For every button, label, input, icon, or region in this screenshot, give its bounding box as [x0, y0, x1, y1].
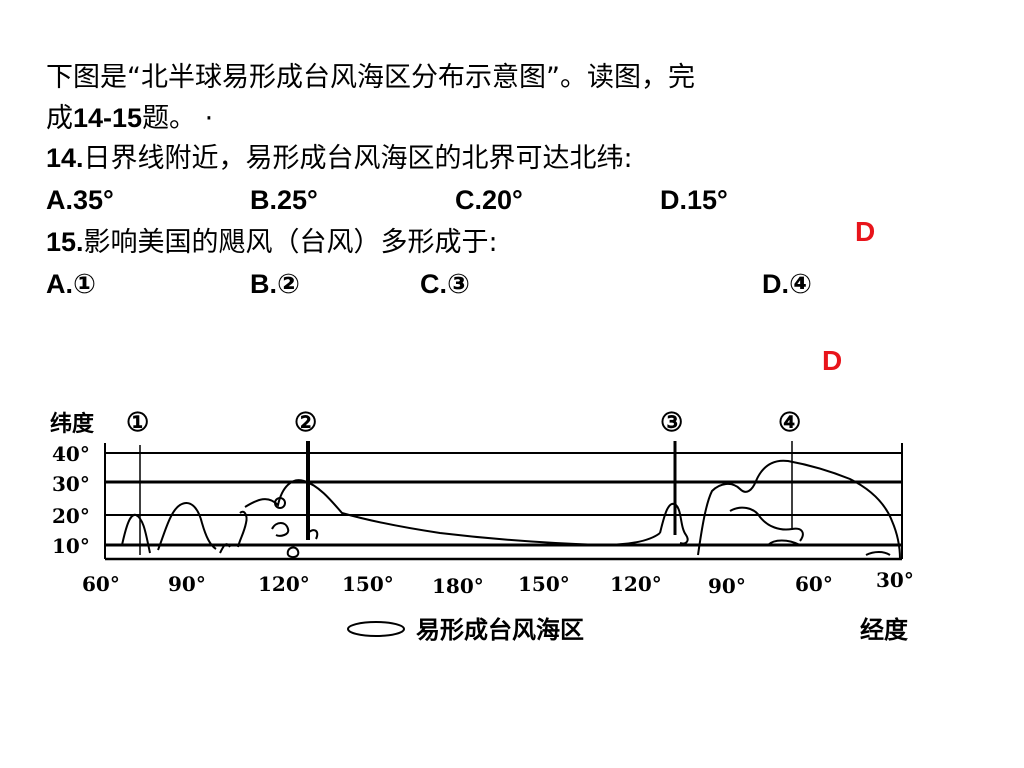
lon-tick-60e: 60° [82, 572, 120, 596]
question-15: 15.影响美国的飓风（台风）多形成于: [46, 224, 498, 261]
marker-3: ③ [660, 408, 683, 438]
question-14-text: 日界线附近，易形成台风海区的北界可达北纬: [83, 143, 633, 174]
lon-tick-60w: 60° [795, 572, 833, 596]
q14-answer: D [855, 216, 876, 247]
intro-question-range: 14-15 [73, 103, 143, 133]
intro-line-2: 成14-15题。 · [46, 100, 213, 137]
q15-answer: D [822, 345, 843, 376]
lon-tick-90e: 90° [168, 572, 206, 596]
intro-line-1: 下图是“北半球易形成台风海区分布示意图”。读图，完 [46, 60, 695, 96]
question-15-text: 影响美国的飓风（台风）多形成于: [83, 227, 498, 258]
lon-tick-30w: 30° [876, 568, 914, 592]
q15-option-c[interactable]: C.③ [420, 269, 470, 299]
intro-suffix: 题。 · [142, 103, 214, 134]
q14-option-c[interactable]: C.20° [455, 185, 523, 215]
q14-option-b[interactable]: B.25° [250, 185, 318, 215]
lon-tick-150w: 150° [518, 572, 570, 596]
marker-4: ④ [778, 408, 801, 438]
marker-1: ① [126, 408, 149, 438]
q14-option-a[interactable]: A.35° [46, 185, 114, 215]
marker-2: ② [294, 408, 317, 438]
longitude-axis-label: 经度 [860, 615, 909, 644]
lon-tick-90w: 90° [708, 574, 746, 598]
lat-tick-20: 20° [52, 504, 90, 528]
latitude-axis-label: 纬度 [50, 411, 95, 437]
lat-tick-30: 30° [52, 472, 90, 496]
legend-label: 易形成台风海区 [416, 615, 584, 644]
lat-tick-40: 40° [52, 442, 90, 466]
q14-option-d[interactable]: D.15° [660, 185, 728, 215]
q15-option-b[interactable]: B.② [250, 269, 300, 299]
question-14-number: 14. [46, 143, 84, 173]
lon-tick-150e: 150° [342, 572, 394, 596]
lon-tick-120e: 120° [258, 572, 310, 596]
intro-prefix: 成 [46, 103, 73, 134]
lon-tick-180: 180° [432, 574, 484, 598]
legend-symbol [347, 621, 405, 637]
lat-tick-10: 10° [52, 534, 90, 558]
intro-text: 下图是“北半球易形成台风海区分布示意图”。读图，完 [46, 62, 695, 93]
q15-option-d[interactable]: D.④ [762, 269, 812, 299]
question-15-number: 15. [46, 227, 84, 257]
question-14: 14.日界线附近，易形成台风海区的北界可达北纬: [46, 140, 633, 177]
typhoon-region-figure: 纬度 ① ② ③ ④ 40° 30° 20° 10° [50, 408, 914, 644]
coastline-outlines [121, 459, 901, 560]
q15-option-a[interactable]: A.① [46, 269, 96, 299]
lon-tick-120w: 120° [610, 572, 662, 596]
